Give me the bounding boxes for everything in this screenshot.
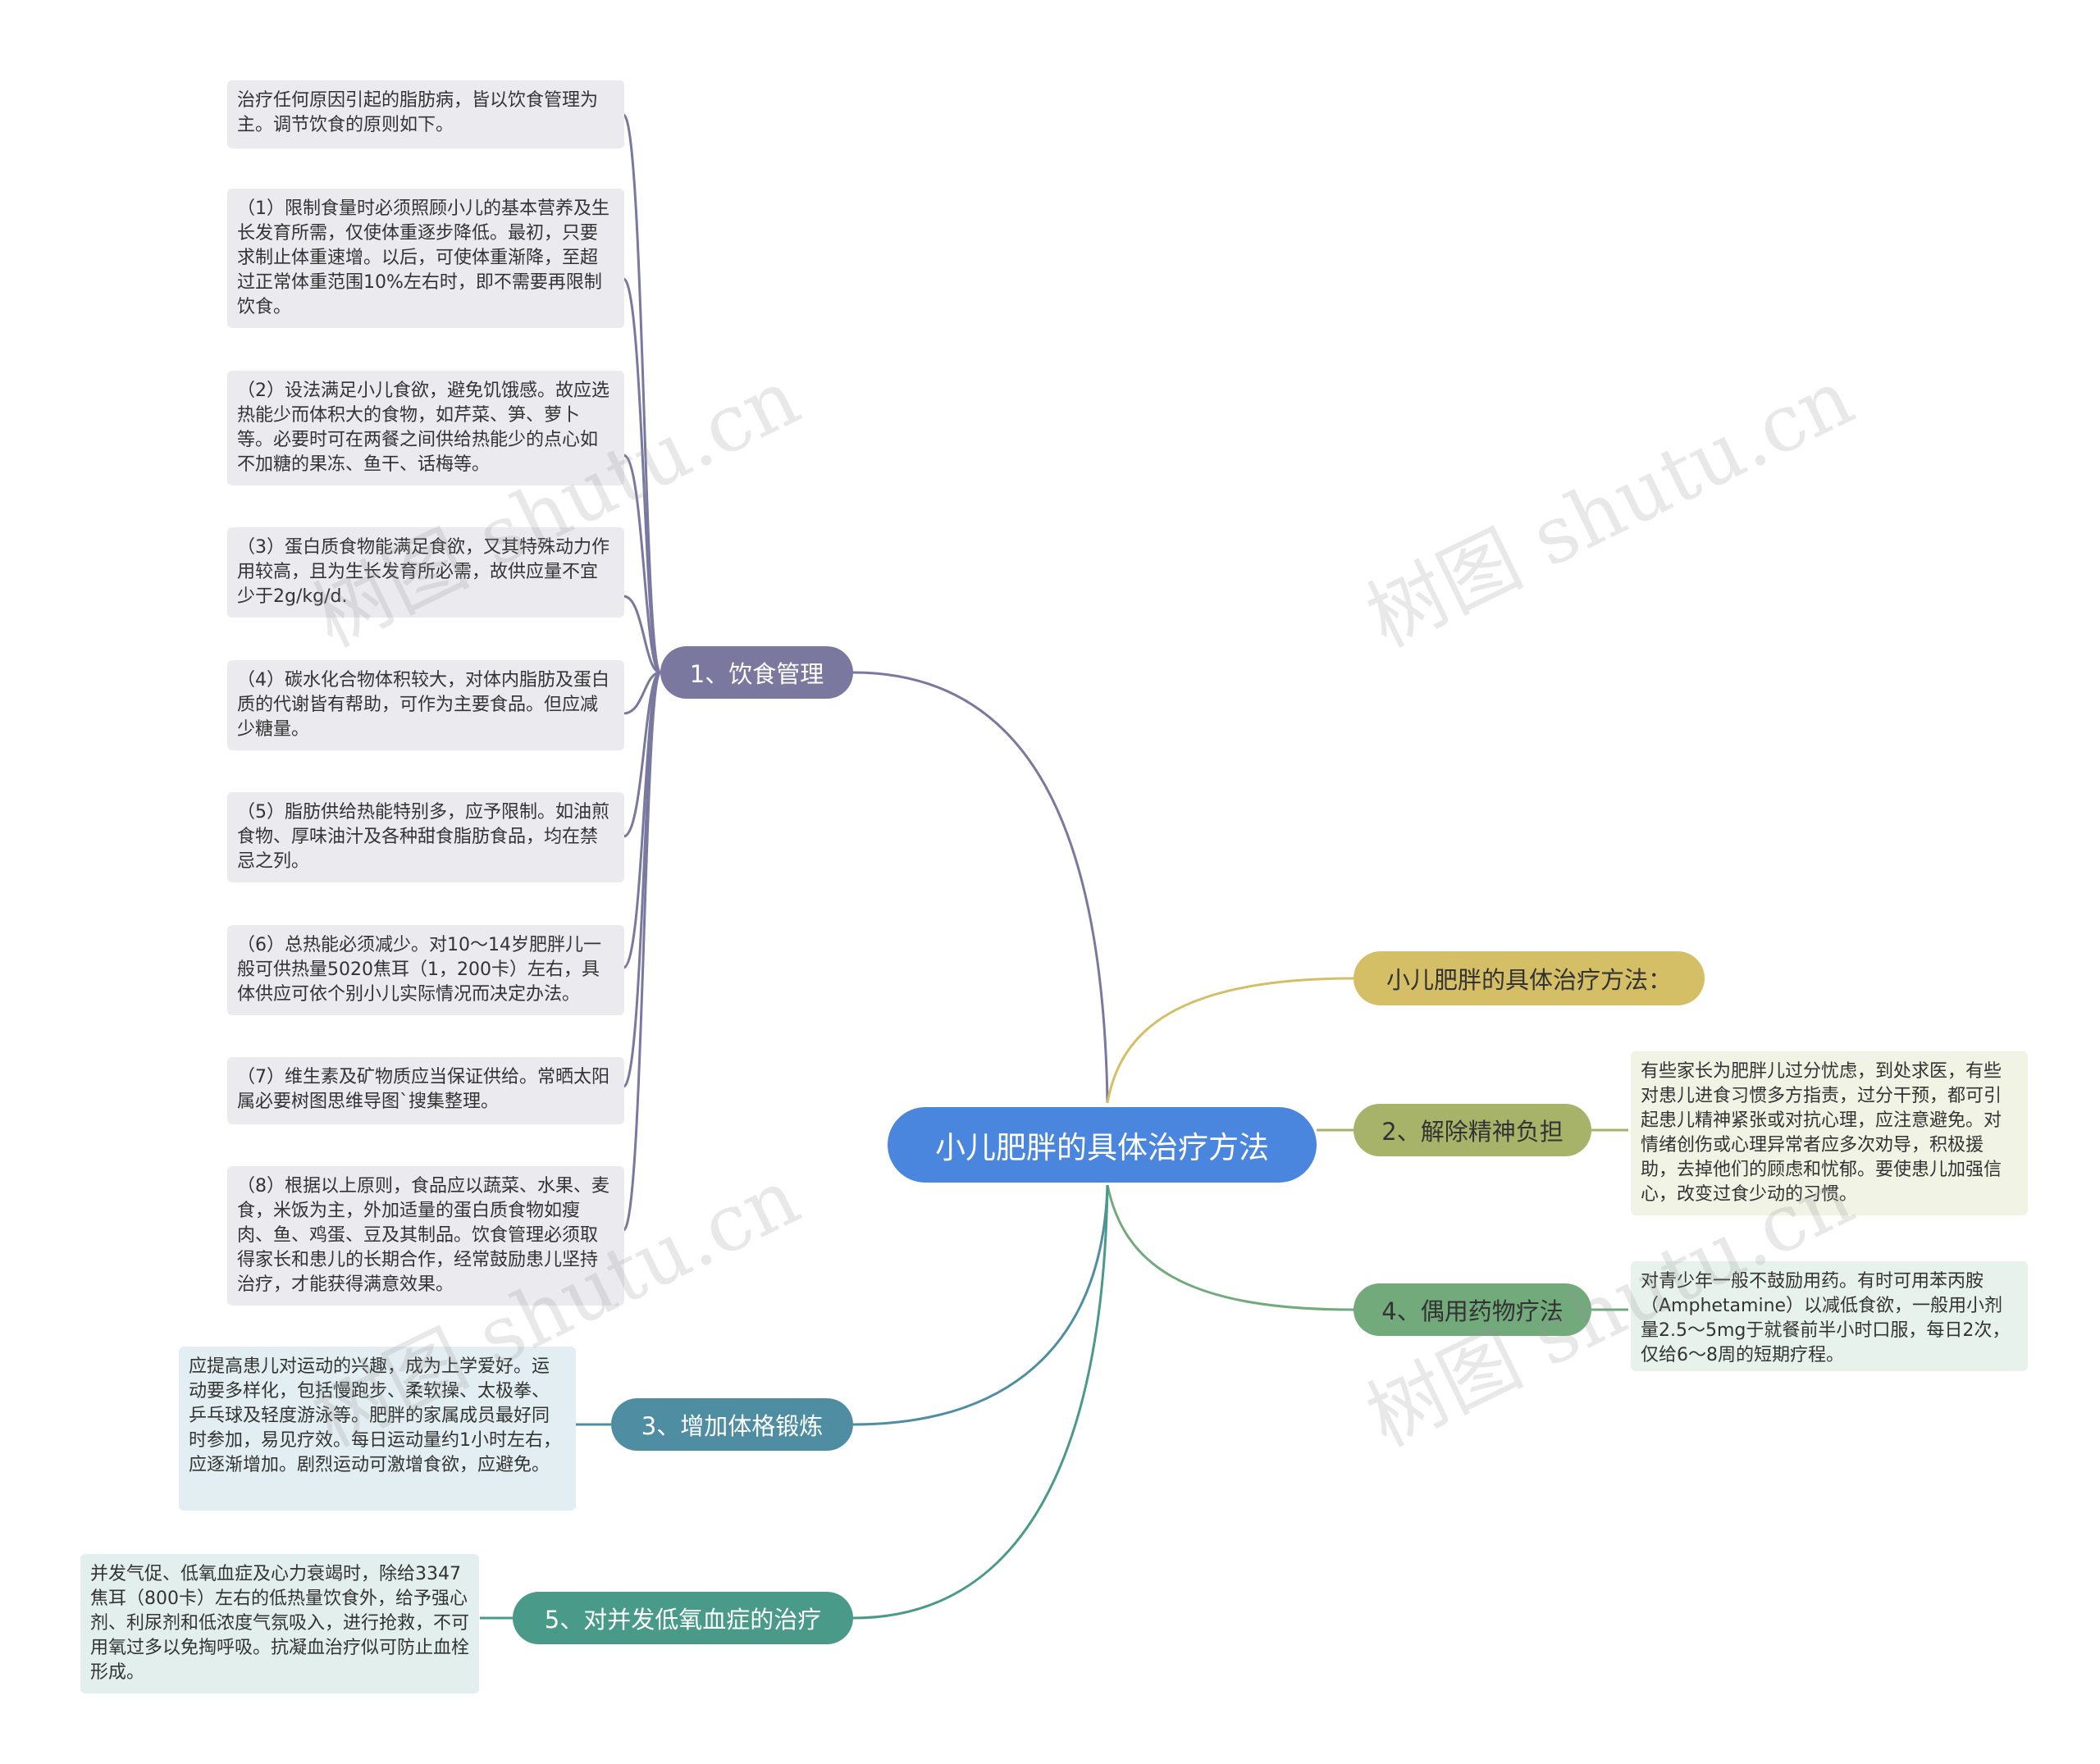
- branch-mental[interactable]: 2、解除精神负担: [1354, 1104, 1591, 1156]
- exercise-note: 应提高患儿对运动的兴趣，成为上学爱好。运动要多样化，包括慢跑步、柔软操、太极拳、…: [179, 1347, 576, 1511]
- hypoxia-note: 并发气促、低氧血症及心力衰竭时，除给3347焦耳（800卡）左右的低热量饮食外，…: [80, 1554, 479, 1693]
- edge-diet-note-4: [623, 671, 661, 715]
- branch-intro[interactable]: 小儿肥胖的具体治疗方法：: [1354, 951, 1705, 1005]
- diet-note-7: （7）维生素及矿物质应当保证供给。常晒太阳属必要树图思维导图`搜集整理。: [227, 1057, 624, 1124]
- edge-diet-note-8: [622, 671, 662, 1232]
- edge-root-intro: [1106, 977, 1354, 1104]
- root-node[interactable]: 小儿肥胖的具体治疗方法: [888, 1107, 1317, 1183]
- edge-root-drug: [1106, 1184, 1354, 1311]
- edge-diet-note-2: [623, 454, 661, 674]
- diet-note-6: （6）总热能必须减少。对10～14岁肥胖儿一般可供热量5020焦耳（1，200卡…: [227, 925, 624, 1015]
- edge-diet-note-3: [623, 595, 661, 674]
- diet-note-3: （3）蛋白质食物能满足食欲，又其特殊动力作用较高，且为生长发育所必需，故供应量不…: [227, 527, 624, 618]
- edge-root-diet: [852, 671, 1109, 1104]
- branch-exercise[interactable]: 3、增加体格锻炼: [611, 1398, 853, 1451]
- edge-root-hypoxia: [852, 1184, 1109, 1620]
- diet-note-4: （4）碳水化合物体积较大，对体内脂肪及蛋白质的代谢皆有帮助，可作为主要食品。但应…: [227, 660, 624, 750]
- branch-diet[interactable]: 1、饮食管理: [660, 646, 853, 699]
- edge-diet-note-0: [622, 113, 662, 674]
- edge-diet-note-1: [622, 277, 662, 674]
- edge-root-exercise: [852, 1184, 1109, 1426]
- diet-note-2: （2）设法满足小儿食欲，避免饥饿感。故应选热能少而体积大的食物，如芹菜、笋、萝卜…: [227, 371, 624, 485]
- diet-note-0: 治疗任何原因引起的脂肪病，皆以饮食管理为主。调节饮食的原则如下。: [227, 80, 624, 148]
- branch-hypoxia[interactable]: 5、对并发低氧血症的治疗: [513, 1592, 853, 1644]
- diet-note-5: （5）脂肪供给热能特别多，应予限制。如油煎食物、厚味油汁及各种甜食脂肪食品，均在…: [227, 792, 624, 882]
- edge-diet-note-5: [623, 671, 661, 838]
- diet-note-1: （1）限制食量时必须照顾小儿的基本营养及生长发育所需，仅使体重逐步降低。最初，只…: [227, 189, 624, 328]
- branch-drug[interactable]: 4、偶用药物疗法: [1354, 1283, 1591, 1336]
- mental-note: 有些家长为肥胖儿过分忧虑，到处求医，有些对患儿进食习惯多方指责，过分干预，都可引…: [1631, 1051, 2028, 1215]
- diet-note-8: （8）根据以上原则，食品应以蔬菜、水果、麦食，米饭为主，外加适量的蛋白质食物如瘦…: [227, 1166, 624, 1306]
- drug-note: 对青少年一般不鼓励用药。有时可用苯丙胺（Amphetamine）以减低食欲，一般…: [1631, 1261, 2028, 1371]
